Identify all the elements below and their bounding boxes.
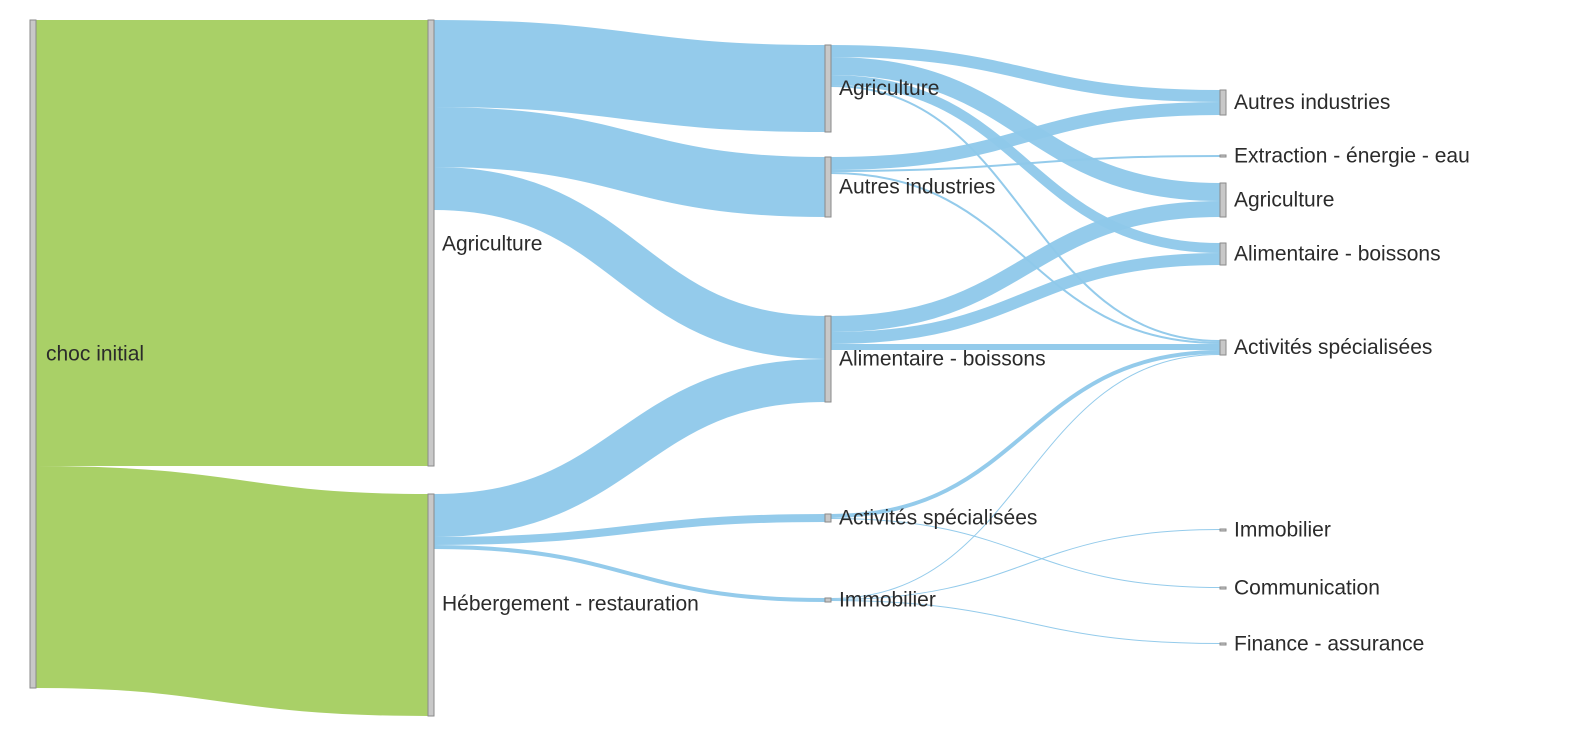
node-label: Autres industries xyxy=(1234,91,1390,114)
node-c2_autres[interactable] xyxy=(824,156,832,218)
flow-link[interactable] xyxy=(830,350,1221,518)
flow-link[interactable] xyxy=(433,514,826,545)
node-c3_immo[interactable] xyxy=(1219,528,1227,532)
flow-link[interactable] xyxy=(830,201,1221,332)
node-c1_agri[interactable] xyxy=(427,19,435,467)
node-c3_agri[interactable] xyxy=(1219,182,1227,218)
node-label: choc initial xyxy=(46,343,144,366)
node-c3_fin[interactable] xyxy=(1219,642,1227,646)
flow-link[interactable] xyxy=(830,57,1221,201)
node-label: Autres industries xyxy=(839,176,995,199)
node-c3_comm[interactable] xyxy=(1219,586,1227,590)
node-label: Activités spécialisées xyxy=(839,507,1037,530)
node-label: Activités spécialisées xyxy=(1234,336,1432,359)
node-label: Extraction - énergie - eau xyxy=(1234,145,1470,168)
flow-link[interactable] xyxy=(35,466,429,716)
node-choc[interactable] xyxy=(29,19,37,689)
node-c3_activ[interactable] xyxy=(1219,339,1227,356)
flow-link[interactable] xyxy=(830,600,1221,644)
node-c3_alim[interactable] xyxy=(1219,242,1227,266)
flow-link[interactable] xyxy=(830,518,1221,588)
node-label: Agriculture xyxy=(839,77,939,100)
flow-link[interactable] xyxy=(830,155,1221,172)
nodes xyxy=(29,19,1227,717)
node-c3_autres[interactable] xyxy=(1219,89,1227,116)
flow-link[interactable] xyxy=(433,20,826,132)
flow-link[interactable] xyxy=(830,45,1221,102)
flow-link[interactable] xyxy=(830,102,1221,170)
node-label: Immobilier xyxy=(839,589,936,612)
node-label: Communication xyxy=(1234,577,1380,600)
node-label: Alimentaire - boissons xyxy=(1234,243,1441,266)
flow-link[interactable] xyxy=(433,167,826,359)
flow-link[interactable] xyxy=(830,253,1221,344)
node-c1_heb[interactable] xyxy=(427,493,435,717)
node-label: Finance - assurance xyxy=(1234,633,1424,656)
node-c2_activ[interactable] xyxy=(824,513,832,523)
node-label: Agriculture xyxy=(1234,189,1334,212)
node-label: Hébergement - restauration xyxy=(442,593,699,616)
flow-link[interactable] xyxy=(433,545,826,602)
flow-link[interactable] xyxy=(830,85,1221,342)
flow-link[interactable] xyxy=(830,354,1221,599)
node-label: Agriculture xyxy=(442,233,542,256)
flow-link[interactable] xyxy=(830,529,1221,600)
flow-link[interactable] xyxy=(433,359,826,537)
flow-link[interactable] xyxy=(433,107,826,217)
flows xyxy=(35,19,1221,716)
node-c2_agri[interactable] xyxy=(824,44,832,133)
node-label: Alimentaire - boissons xyxy=(839,348,1046,371)
node-c3_extr[interactable] xyxy=(1219,154,1227,158)
node-label: Immobilier xyxy=(1234,519,1331,542)
node-c2_alim[interactable] xyxy=(824,315,832,403)
node-c2_immo[interactable] xyxy=(824,597,832,603)
